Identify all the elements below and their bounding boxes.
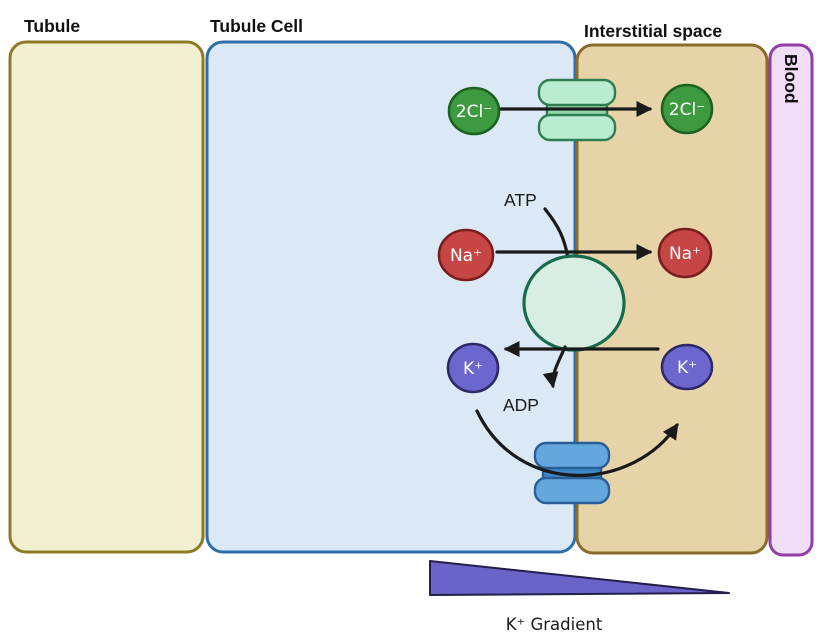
sodium-ion-left: Na⁺: [437, 228, 495, 282]
chloride-ion-right-label: 2Cl⁻: [669, 100, 705, 120]
potassium-ion-right-circle: [660, 343, 714, 391]
chloride-channel-top: [537, 78, 617, 107]
sodium-ion-left-label: Na⁺: [450, 246, 482, 266]
tubule-label: Tubule: [24, 16, 80, 36]
potassium-ion-right: K⁺: [660, 343, 714, 391]
chloride-ion-left-circle: [447, 86, 501, 136]
potassium-ion-right-label: K⁺: [677, 358, 697, 378]
k-gradient-label: K⁺ Gradient: [506, 615, 603, 634]
chloride-ion-right: 2Cl⁻: [660, 83, 714, 135]
chloride-channel-bottom: [537, 113, 617, 142]
chloride-ion-left-label: 2Cl⁻: [456, 102, 492, 122]
tubule-cell-label: Tubule Cell: [210, 16, 303, 36]
adp-label: ADP: [503, 395, 539, 415]
potassium-channel-bottom: [533, 476, 611, 505]
blood-panel: [768, 43, 814, 557]
potassium-channel-top: [533, 441, 611, 470]
interstitial-space-label: Interstitial space: [584, 21, 722, 41]
potassium-ion-left-label: K⁺: [463, 359, 483, 379]
tubule-panel: [8, 40, 205, 554]
chloride-ion-left: 2Cl⁻: [447, 86, 501, 136]
sodium-ion-left-circle: [437, 228, 495, 282]
sodium-ion-right-label: Na⁺: [669, 244, 701, 264]
potassium-recycling-arrow: [475, 409, 679, 477]
k-gradient-triangle: [429, 560, 730, 596]
atp-label: ATP: [504, 190, 537, 210]
blood-label: Blood: [781, 54, 801, 104]
potassium-ion-left-circle: [446, 342, 500, 394]
chloride-ion-right-circle: [660, 83, 714, 135]
tubule-cell-panel: [205, 40, 577, 554]
sodium-ion-right-circle: [657, 227, 713, 279]
sodium-ion-right: Na⁺: [657, 227, 713, 279]
adp-arrow: [542, 345, 567, 389]
sodium-potassium-pump: [522, 254, 626, 352]
potassium-ion-left: K⁺: [446, 342, 500, 394]
